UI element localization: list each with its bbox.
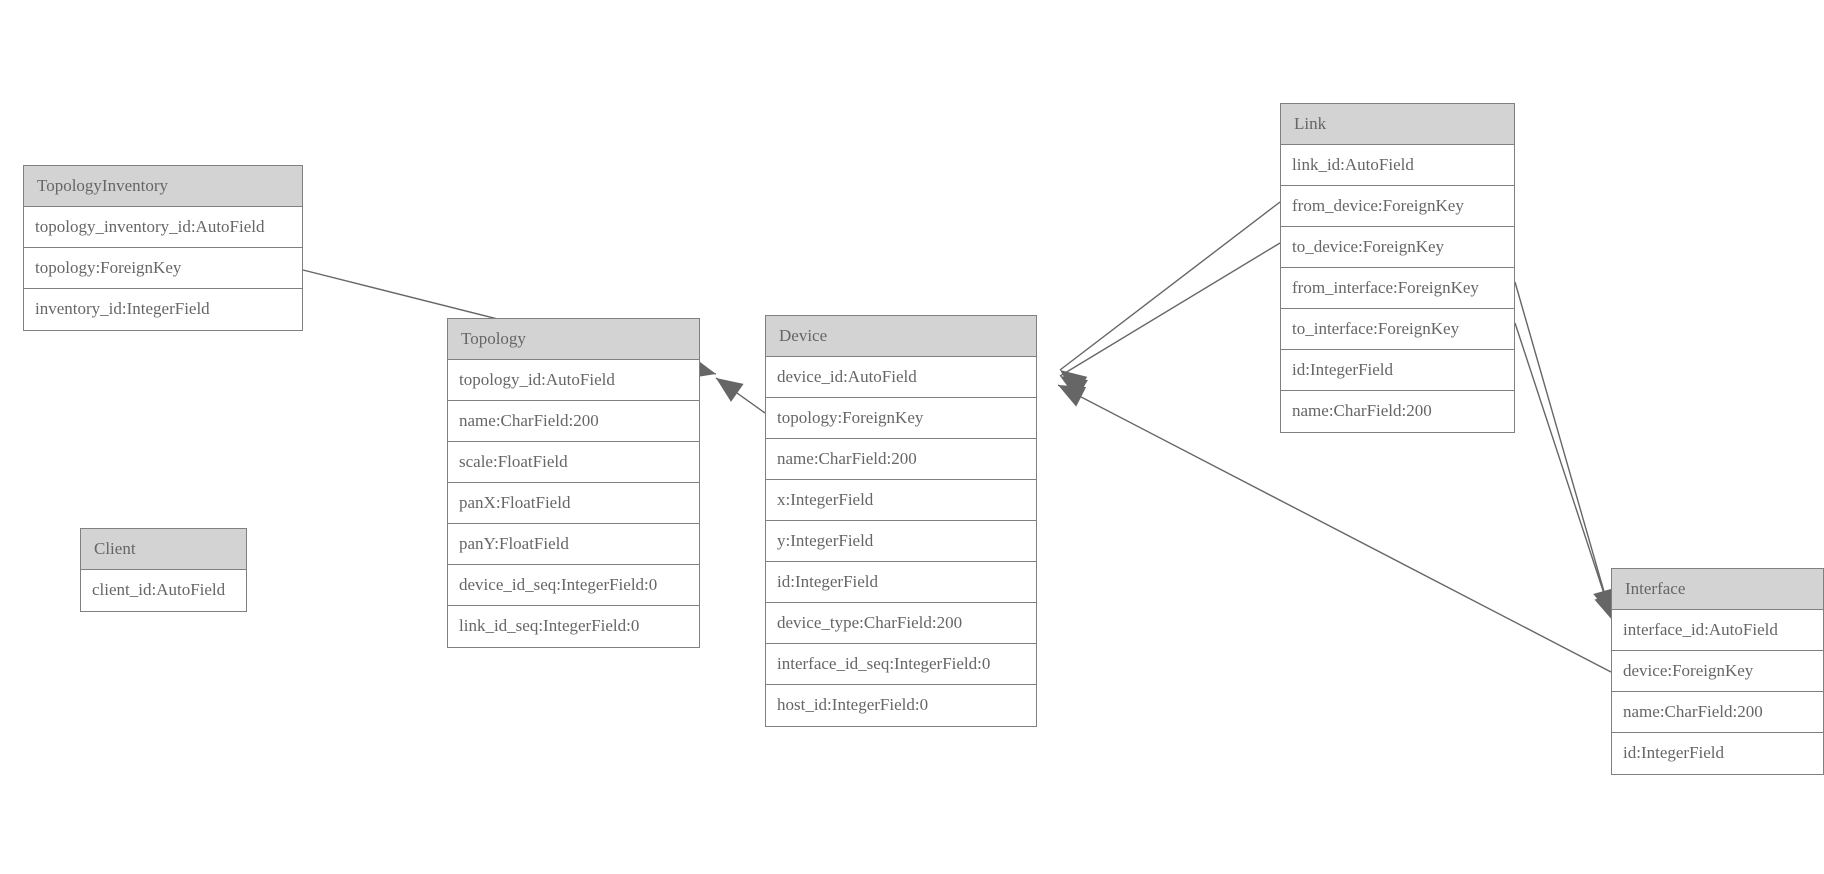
entity-field[interactable]: id:IntegerField <box>1612 733 1823 774</box>
entity-field[interactable]: link_id:AutoField <box>1281 145 1514 186</box>
entity-field[interactable]: host_id:IntegerField:0 <box>766 685 1036 726</box>
entity-title-link: Link <box>1281 104 1514 145</box>
entity-field[interactable]: from_device:ForeignKey <box>1281 186 1514 227</box>
entity-field[interactable]: client_id:AutoField <box>81 570 246 611</box>
relationship-arrowhead <box>1058 385 1087 407</box>
entity-field[interactable]: topology_id:AutoField <box>448 360 699 401</box>
entity-field[interactable]: from_interface:ForeignKey <box>1281 268 1514 309</box>
entity-field[interactable]: panY:FloatField <box>448 524 699 565</box>
entity-field[interactable]: device_type:CharField:200 <box>766 603 1036 644</box>
entity-field[interactable]: topology:ForeignKey <box>766 398 1036 439</box>
entity-field[interactable]: id:IntegerField <box>766 562 1036 603</box>
entity-title-device: Device <box>766 316 1036 357</box>
relationship-link-from-interface[interactable] <box>1514 281 1622 619</box>
relationship-link-from-device[interactable] <box>1053 201 1281 395</box>
relationship-line <box>1514 281 1612 617</box>
entity-field[interactable]: scale:FloatField <box>448 442 699 483</box>
entity-field[interactable]: device_id_seq:IntegerField:0 <box>448 565 699 606</box>
entity-field[interactable]: device:ForeignKey <box>1612 651 1823 692</box>
entity-title-topology_inventory: TopologyInventory <box>24 166 302 207</box>
entity-field[interactable]: topology:ForeignKey <box>24 248 302 289</box>
entity-field[interactable]: y:IntegerField <box>766 521 1036 562</box>
relationship-link-to-interface[interactable] <box>1514 322 1623 624</box>
relationship-line <box>715 377 766 414</box>
entity-field[interactable]: inventory_id:IntegerField <box>24 289 302 330</box>
entity-field[interactable]: name:CharField:200 <box>1612 692 1823 733</box>
entity-field[interactable]: name:CharField:200 <box>1281 391 1514 432</box>
entity-field[interactable]: interface_id:AutoField <box>1612 610 1823 651</box>
entity-title-client: Client <box>81 529 246 570</box>
entity-field[interactable]: link_id_seq:IntegerField:0 <box>448 606 699 647</box>
relationship-arrowhead <box>1060 376 1088 399</box>
relationship-line <box>1514 322 1614 622</box>
relationship-line <box>1059 242 1281 377</box>
relationship-link-to-device[interactable] <box>1054 242 1281 399</box>
entity-field[interactable]: id:IntegerField <box>1281 350 1514 391</box>
entity-field[interactable]: device_id:AutoField <box>766 357 1036 398</box>
relationship-arrowhead <box>1060 370 1088 395</box>
entity-title-interface: Interface <box>1612 569 1823 610</box>
relationship-line <box>1059 201 1281 371</box>
entity-title-topology: Topology <box>448 319 699 360</box>
entity-field[interactable]: interface_id_seq:IntegerField:0 <box>766 644 1036 685</box>
relationship-arrowhead <box>716 378 744 402</box>
entity-field[interactable]: to_device:ForeignKey <box>1281 227 1514 268</box>
relationship-device-topology[interactable] <box>710 369 766 414</box>
entity-field[interactable]: x:IntegerField <box>766 480 1036 521</box>
entity-field[interactable]: to_interface:ForeignKey <box>1281 309 1514 350</box>
entity-field[interactable]: panX:FloatField <box>448 483 699 524</box>
entity-field[interactable]: topology_inventory_id:AutoField <box>24 207 302 248</box>
entity-field[interactable]: name:CharField:200 <box>766 439 1036 480</box>
entity-field[interactable]: name:CharField:200 <box>448 401 699 442</box>
